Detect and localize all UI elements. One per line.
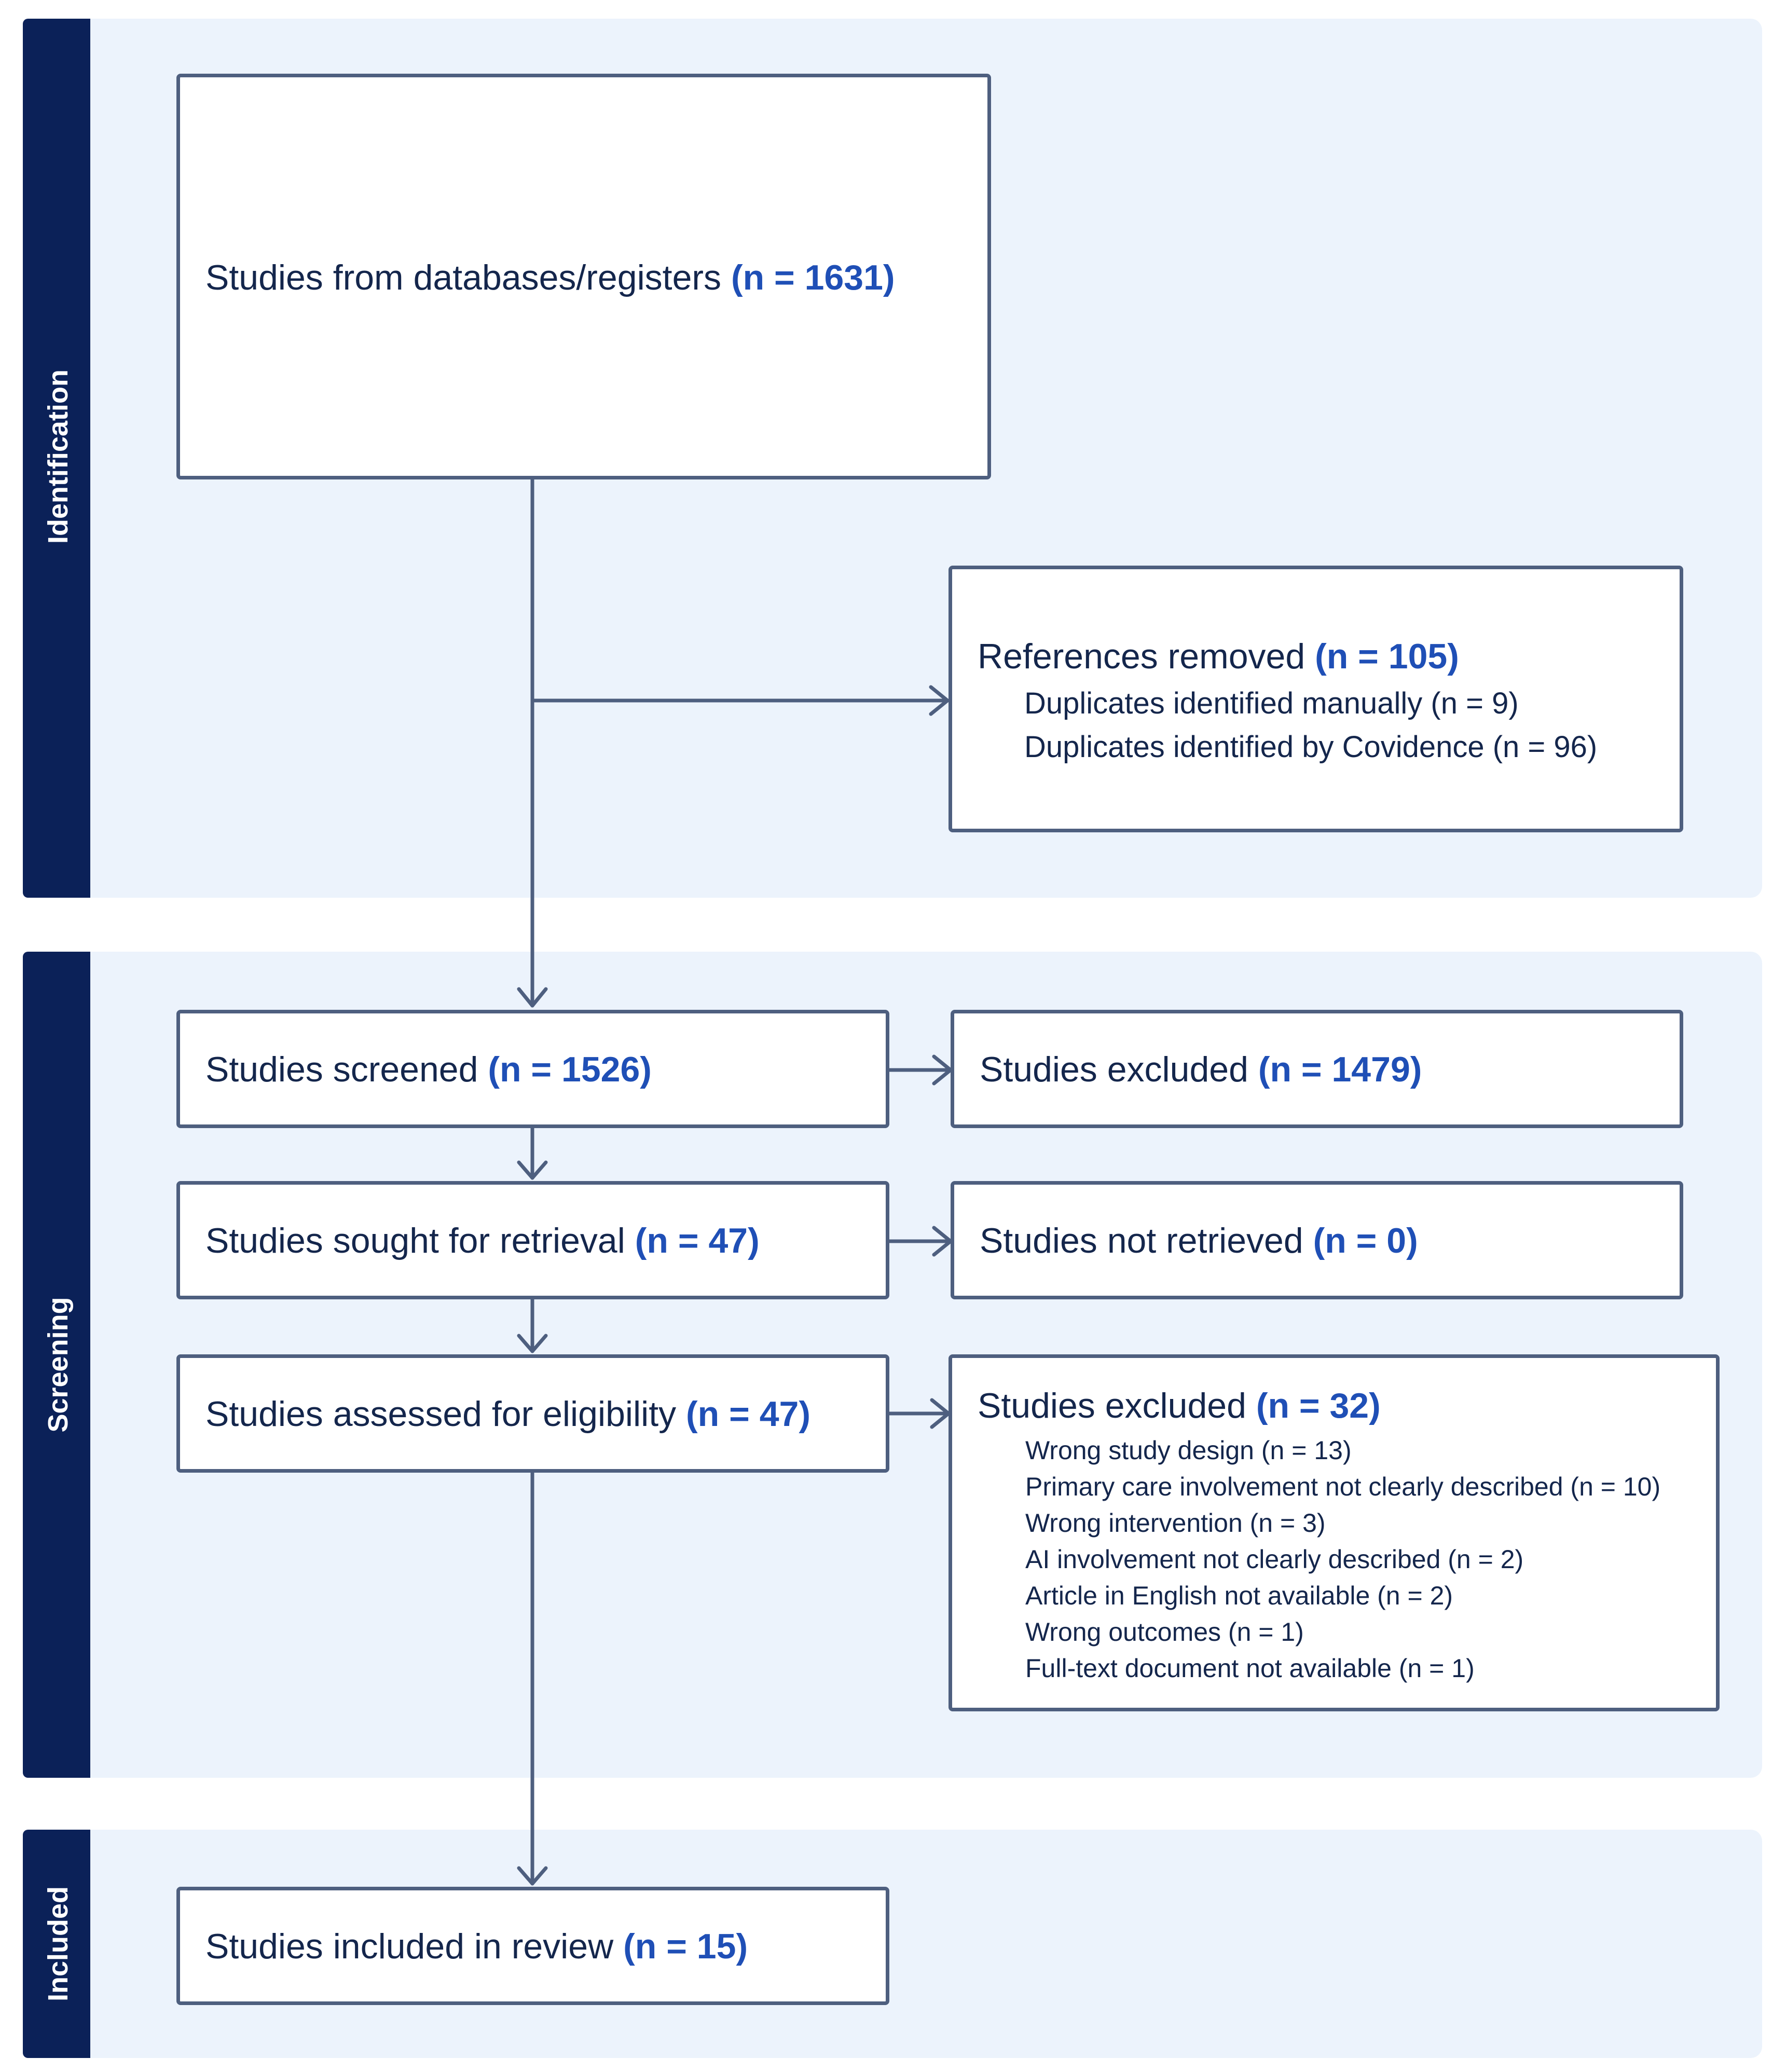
- excluded-fulltext-label: Studies excluded: [978, 1386, 1246, 1425]
- included-label: Studies included in review: [205, 1927, 614, 1966]
- excluded-screening-box: [951, 1010, 1683, 1128]
- exclusion-reason: Article in English not available (n = 2): [1025, 1581, 1453, 1610]
- removed-item-manual: Duplicates identified manually (n = 9): [1024, 687, 1519, 720]
- references-removed-label: References removed: [978, 637, 1305, 676]
- sought-label: Studies sought for retrieval: [205, 1221, 625, 1260]
- references-removed-text: References removed (n = 105): [978, 636, 1459, 677]
- excluded-fulltext-text: Studies excluded (n = 32): [978, 1385, 1381, 1426]
- exclusion-reason: AI involvement not clearly described (n …: [1025, 1545, 1524, 1574]
- excluded-screening-count: (n = 1479): [1258, 1050, 1422, 1089]
- excluded-screening-text: Studies excluded (n = 1479): [980, 1049, 1422, 1090]
- exclusion-reason: Wrong outcomes (n = 1): [1025, 1617, 1304, 1646]
- records-identified-count: (n = 1631): [731, 258, 895, 297]
- included-text: Studies included in review (n = 15): [205, 1926, 748, 1967]
- not-retrieved-count: (n = 0): [1313, 1221, 1418, 1260]
- excluded-fulltext-box: [949, 1354, 1720, 1711]
- screened-count: (n = 1526): [488, 1050, 652, 1089]
- excluded-fulltext-count: (n = 32): [1256, 1386, 1381, 1425]
- exclusion-reason: Primary care involvement not clearly des…: [1025, 1472, 1661, 1501]
- references-removed-box: [949, 566, 1683, 832]
- records-identified-label: Studies from databases/registers: [205, 258, 722, 297]
- not-retrieved-text: Studies not retrieved (n = 0): [980, 1220, 1418, 1261]
- sought-text: Studies sought for retrieval (n = 47): [205, 1220, 760, 1261]
- exclusion-reason: Wrong intervention (n = 3): [1025, 1508, 1326, 1538]
- assessed-text: Studies assessed for eligibility (n = 47…: [205, 1394, 810, 1434]
- not-retrieved-box: [951, 1181, 1683, 1299]
- screened-label: Studies screened: [205, 1050, 478, 1089]
- records-identified-box: [176, 74, 991, 479]
- exclusion-reason: Wrong study design (n = 13): [1025, 1436, 1352, 1465]
- removed-item-covidence: Duplicates identified by Covidence (n = …: [1024, 730, 1598, 764]
- included-box: [176, 1887, 889, 2005]
- assessed-box: [176, 1354, 889, 1473]
- screened-box: [176, 1010, 889, 1128]
- records-identified-text: Studies from databases/registers (n = 16…: [205, 257, 895, 298]
- not-retrieved-label: Studies not retrieved: [980, 1221, 1303, 1260]
- included-rail: [23, 1830, 90, 2058]
- references-removed-count: (n = 105): [1315, 637, 1459, 676]
- exclusion-reason: Full-text document not available (n = 1): [1025, 1654, 1475, 1683]
- assessed-count: (n = 47): [686, 1394, 810, 1434]
- identification-rail: [23, 19, 90, 898]
- screening-rail: [23, 952, 90, 1778]
- screened-text: Studies screened (n = 1526): [205, 1049, 652, 1090]
- assessed-label: Studies assessed for eligibility: [205, 1394, 677, 1434]
- sought-box: [176, 1181, 889, 1299]
- sought-count: (n = 47): [635, 1221, 760, 1260]
- included-count: (n = 15): [623, 1927, 748, 1966]
- excluded-screening-label: Studies excluded: [980, 1050, 1248, 1089]
